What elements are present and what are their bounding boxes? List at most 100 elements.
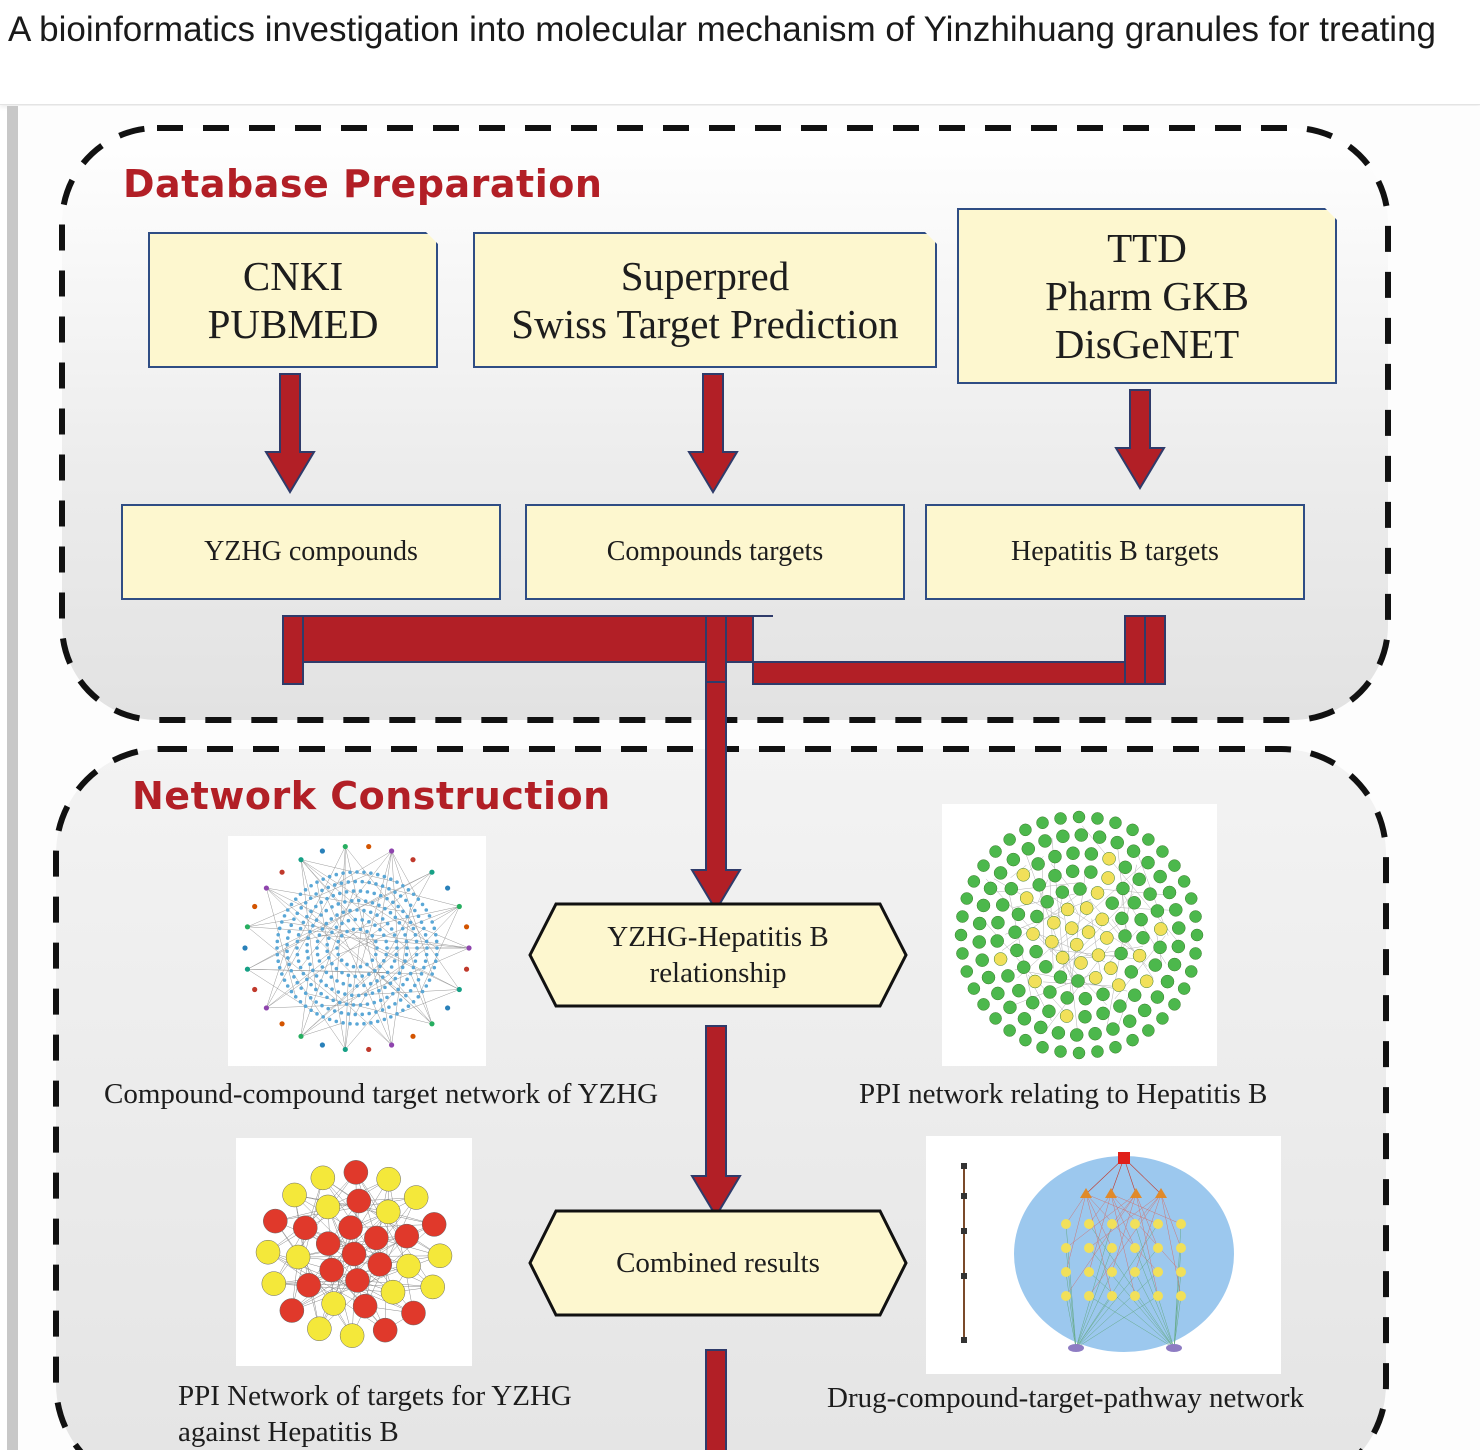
target-node: [421, 903, 425, 907]
pathway-network-image: [926, 1136, 1281, 1374]
target-node: [378, 928, 382, 932]
protein-node: [991, 987, 1004, 1000]
protein-node: [1089, 971, 1102, 984]
protein-node: [1017, 868, 1030, 881]
target-node: [424, 908, 428, 912]
target-node: [311, 968, 315, 972]
target-node: [314, 892, 318, 896]
protein-node: [1118, 930, 1131, 943]
target-node: [412, 927, 416, 931]
target-node: [353, 1013, 357, 1017]
target-node: [315, 1012, 319, 1016]
protein-node: [1032, 857, 1045, 870]
target-node: [276, 933, 280, 937]
target-node: [401, 983, 405, 987]
target-node: [336, 902, 340, 906]
caption-pathway-network: Drug-compound-target-pathway network: [827, 1380, 1304, 1416]
target-node: [315, 918, 319, 922]
target-node: [320, 889, 324, 893]
protein-node: [1042, 1005, 1055, 1018]
target-node: [424, 959, 428, 963]
target-node: [383, 875, 387, 879]
target-node: [432, 966, 436, 970]
target-node: [357, 994, 361, 998]
target-node: [304, 991, 308, 995]
target-node: [415, 946, 419, 950]
target-node: [367, 1012, 371, 1016]
target-node: [373, 923, 377, 927]
target-node: [1153, 1267, 1163, 1277]
target-node: [359, 965, 363, 969]
target-node: [294, 897, 298, 901]
target-node: [1176, 1243, 1186, 1253]
protein-node: [256, 1240, 280, 1264]
target-node: [367, 920, 371, 924]
protein-node: [316, 1195, 340, 1219]
target-node: [336, 953, 340, 957]
target-node: [1061, 1243, 1071, 1253]
protein-node: [1151, 991, 1164, 1004]
protein-node: [1052, 1026, 1065, 1039]
protein-node: [1127, 1034, 1139, 1046]
protein-node: [1074, 883, 1087, 896]
network-edge: [266, 888, 321, 915]
target-node: [405, 953, 409, 957]
target-node: [299, 892, 303, 896]
target-node: [420, 972, 424, 976]
target-node: [335, 979, 339, 983]
source-label-disease: TTD Pharm GKB DisGeNET: [1045, 224, 1249, 368]
target-node: [395, 880, 399, 884]
target-node: [328, 1018, 332, 1022]
target-node: [292, 917, 296, 921]
target-node: [373, 969, 377, 973]
target-node: [412, 1000, 416, 1004]
protein-node: [340, 1324, 364, 1348]
compound-node: [366, 1047, 371, 1052]
protein-node: [1067, 847, 1080, 860]
target-node: [396, 988, 400, 992]
target-node: [315, 946, 319, 950]
target-node: [409, 972, 413, 976]
target-node: [290, 990, 294, 994]
target-node: [1061, 1219, 1071, 1229]
protein-node: [1168, 998, 1180, 1010]
compound-node: [279, 870, 284, 875]
page-title: A bioinformatics investigation into mole…: [8, 10, 1436, 50]
target-node: [416, 995, 420, 999]
protein-node: [1079, 992, 1092, 1005]
target-node: [1061, 1291, 1071, 1301]
target-node: [383, 986, 387, 990]
protein-node: [1037, 1041, 1049, 1053]
target-node: [353, 880, 357, 884]
target-node: [314, 905, 318, 909]
protein-node: [1045, 935, 1058, 948]
target-node: [287, 963, 291, 967]
target-node: [336, 940, 340, 944]
network-edge: [345, 994, 393, 1050]
combined-step-label: Combined results: [548, 1213, 888, 1313]
compound-node: [389, 848, 394, 853]
target-node: [306, 936, 310, 940]
target-node: [377, 989, 381, 993]
target-node: [430, 972, 434, 976]
target-node: [353, 975, 357, 979]
protein-node: [1027, 927, 1040, 940]
target-node: [386, 922, 390, 926]
network-edge: [301, 1023, 343, 1036]
relationship-step-label: YZHG-Hepatitis B relationship: [548, 906, 888, 1004]
protein-node: [421, 1275, 445, 1299]
target-node: [404, 899, 408, 903]
target-node: [347, 919, 351, 923]
protein-node: [1070, 1028, 1083, 1041]
target-node: [321, 965, 325, 969]
target-node: [387, 1005, 391, 1009]
target-node: [399, 998, 403, 1002]
target-node: [403, 933, 407, 937]
protein-node: [1043, 986, 1056, 999]
target-node: [290, 903, 294, 907]
target-node: [353, 918, 357, 922]
target-node: [378, 965, 382, 969]
compound-node: [245, 967, 250, 972]
target-node: [336, 990, 340, 994]
protein-node: [1055, 1046, 1067, 1058]
